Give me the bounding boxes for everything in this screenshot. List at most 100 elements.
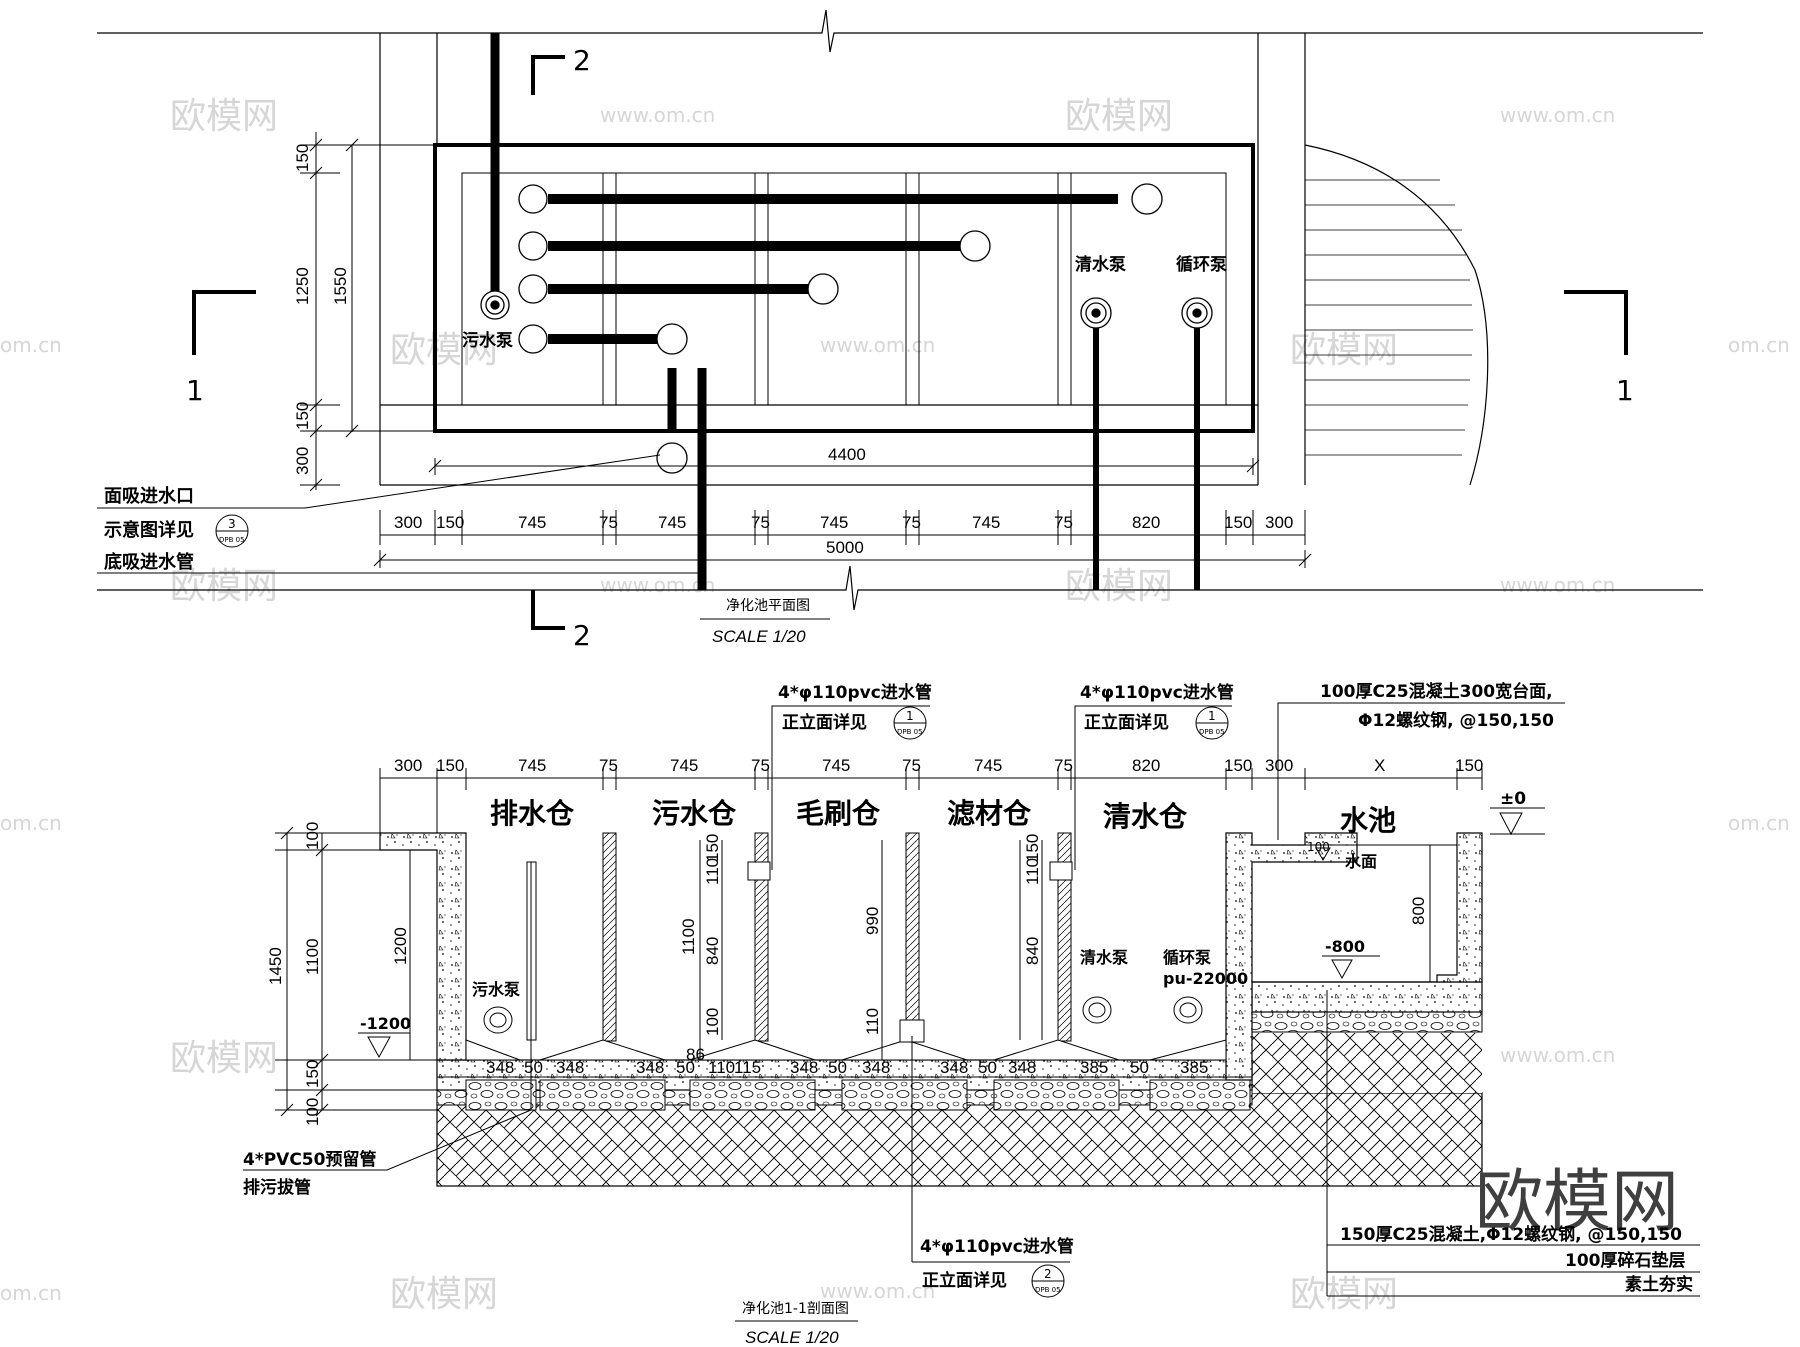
layer-leader	[1326, 990, 1700, 1297]
ref-3-number: 3	[228, 517, 236, 531]
ref-1-number: 1	[906, 709, 914, 723]
sec-dim-bot: 348	[862, 1058, 890, 1077]
compartment-sewage: 污水仓	[652, 797, 737, 830]
pipe-end-circle	[518, 184, 548, 214]
pipe-end-circle	[959, 230, 991, 262]
watermark-site: www.om.cn	[600, 573, 715, 597]
sewage-pump-icon	[480, 290, 510, 320]
pipe-end-circle	[518, 274, 548, 304]
sec-dim-top: 300	[1265, 756, 1293, 775]
detail-ref-1a: 1 DPB 05	[893, 706, 927, 740]
sec-dim-top: 745	[974, 756, 1002, 775]
plan-dim-v-150: 150	[293, 144, 312, 172]
plan-view	[97, 9, 1703, 611]
clean-pump-icon	[1080, 297, 1112, 329]
sewage-pump-icon	[483, 1006, 513, 1034]
section-pumps	[483, 996, 1203, 1034]
compartment-pond: 水池	[1340, 804, 1396, 837]
plan-dim-h: 300	[394, 513, 422, 532]
ref-1-number: 1	[1208, 709, 1216, 723]
sec-sewage-pump-label: 污水泵	[472, 980, 520, 999]
plan-dim-h: 75	[599, 513, 618, 532]
callout-c-line1: 100厚C25混凝土300宽台面,	[1320, 681, 1553, 702]
plan-dim-h: 745	[972, 513, 1000, 532]
sec-dim-bot: 50	[1130, 1058, 1149, 1077]
callout-b-leader	[1074, 705, 1232, 870]
watermark-short: om.cn	[0, 811, 62, 835]
plan-detail-ref-3: 3 DPB 05	[215, 514, 249, 548]
watermark-short: om.cn	[1728, 333, 1790, 357]
level-m1200-marker	[358, 1032, 410, 1059]
ref-sheet: DPB 05	[1035, 1286, 1061, 1294]
watermarks: 欧模网 www.om.cn 欧模网 www.om.cn om.cn 欧模网 ww…	[0, 96, 1790, 1315]
level-zero: ±0	[1500, 789, 1526, 809]
sec-dim-left-1200: 1200	[391, 927, 410, 965]
plan-leaders	[97, 454, 702, 574]
sec-dim-top: 300	[394, 756, 422, 775]
sec-dim-left-100: 100	[303, 822, 322, 850]
layer-concrete: 150厚C25混凝土,Φ12螺纹钢, @150,150	[1340, 1224, 1682, 1245]
sec-dim-top: 75	[751, 756, 770, 775]
ref-2-number: 2	[1044, 1267, 1052, 1281]
section-2-label-bottom: 2	[573, 619, 591, 652]
plan-clean-pump-label: 清水泵	[1075, 254, 1126, 275]
sec-dim-top: 75	[599, 756, 618, 775]
plan-title: 净化池平面图	[726, 598, 810, 614]
pipe-end-circle	[518, 231, 548, 261]
inlet-fittings	[530, 861, 1073, 1110]
pipe-end-circle	[1131, 183, 1163, 215]
plan-horizontal-dims	[373, 458, 1312, 568]
sec-dim-bot: 348	[790, 1058, 818, 1077]
sec-dim-left-150: 150	[303, 1060, 322, 1088]
sec-dim-bot: 115	[734, 1058, 761, 1077]
sec-dim-bot: 348	[486, 1058, 514, 1077]
sec-dim-top: 150	[1455, 756, 1483, 775]
section-1-label-left: 1	[186, 374, 204, 407]
plan-vertical-dims	[300, 132, 435, 492]
sec-dim-inner: 86	[686, 1045, 705, 1064]
callout-b-line1: 4*φ110pvc进水管	[1080, 682, 1234, 703]
plan-dim-h: 745	[658, 513, 686, 532]
sec-dim-top: 745	[518, 756, 546, 775]
sec-dim-inner: 110	[703, 858, 722, 885]
note-drain: 排污拔管	[243, 1177, 311, 1198]
callout-a-line1: 4*φ110pvc进水管	[778, 682, 932, 703]
watermark-site: www.om.cn	[600, 103, 715, 127]
detail-ref-1b: 1 DPB 05	[1195, 706, 1229, 740]
plan-dim-h: 745	[820, 513, 848, 532]
sec-dim-top: 745	[670, 756, 698, 775]
section-title: 净化池1-1剖面图	[742, 1301, 849, 1317]
level-zero-marker	[1490, 807, 1545, 836]
level-m800-marker	[1322, 955, 1380, 980]
section-markers	[192, 55, 1628, 630]
watermark-brand: 欧模网	[390, 1274, 498, 1315]
watermark-short: om.cn	[0, 1281, 62, 1305]
sec-dim-inner: 110	[863, 1008, 882, 1035]
plan-dim-h: 820	[1132, 513, 1160, 532]
circ-pump-icon	[1173, 996, 1203, 1024]
pvc50-leader	[243, 1109, 532, 1171]
watermark-short: om.cn	[0, 333, 62, 357]
plan-dim-h: 75	[902, 513, 921, 532]
slab-gravel-cells	[465, 1079, 1251, 1111]
watermark-site: www.om.cn	[1500, 103, 1615, 127]
sec-circ-pump-label: 循环泵	[1163, 948, 1211, 967]
plan-dim-v-1550: 1550	[331, 267, 350, 305]
surface-inlet-circle	[656, 442, 688, 474]
pond-gravel	[1251, 1011, 1483, 1033]
plan-dim-h: 150	[436, 513, 464, 532]
level-m1200: -1200	[360, 1014, 411, 1033]
sec-dim-top: 75	[1054, 756, 1073, 775]
sec-dim-top: 745	[822, 756, 850, 775]
sec-dim-inner: 150	[703, 834, 722, 862]
plan-note-surface-inlet: 面吸进水口	[104, 485, 194, 507]
sec-dim-bot: 348	[636, 1058, 664, 1077]
callout-d-line1: 4*φ110pvc进水管	[920, 1236, 1074, 1257]
detail-ref-2: 2 DPB 05	[1031, 1264, 1065, 1298]
watermark-brand: 欧模网	[390, 330, 498, 371]
pond-slab	[1251, 981, 1483, 1013]
plan-dim-h: 150	[1224, 513, 1252, 532]
sec-dim-bot: 50	[978, 1058, 997, 1077]
compartment-brush: 毛刷仓	[796, 797, 881, 830]
section-scale: SCALE 1/20	[745, 1328, 839, 1347]
